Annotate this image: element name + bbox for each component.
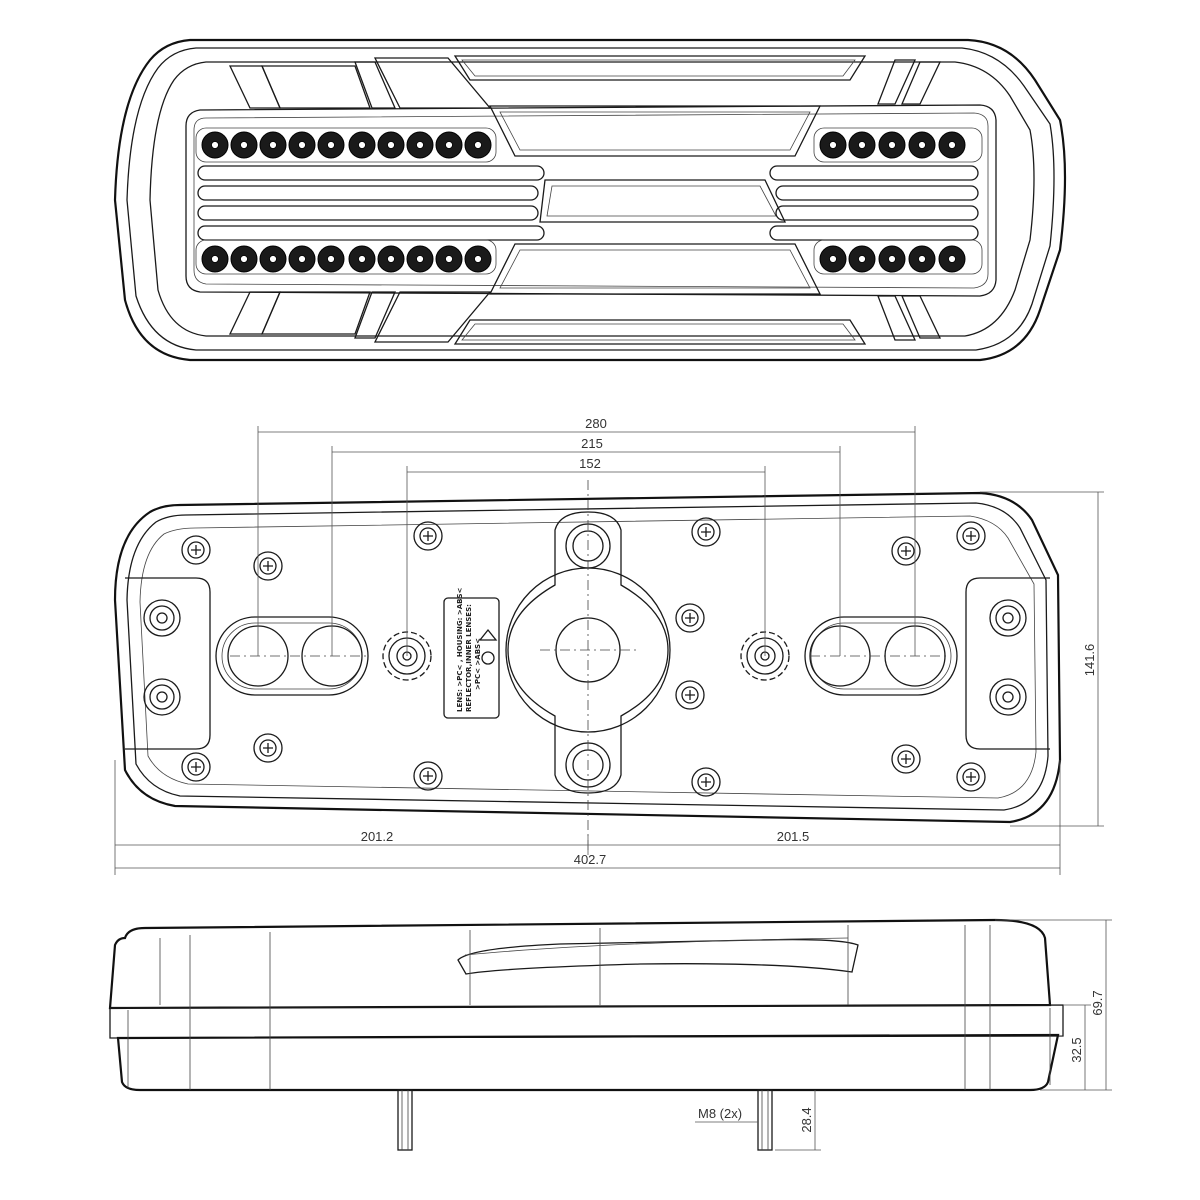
led (848, 245, 876, 273)
dim-280-label: 280 (585, 416, 607, 431)
led (317, 245, 345, 273)
dim-right-half-label: 201.5 (777, 829, 810, 844)
led (377, 131, 405, 159)
screw (413, 521, 443, 551)
side-view (108, 918, 1064, 1151)
dimension-280: 280 (257, 416, 916, 656)
front-view (113, 38, 1067, 362)
dimension-depth-body: 32.5 (1063, 1004, 1091, 1090)
material-label: LENS: >PC< , HOUSING: >ABS< REFLECTOR,IN… (456, 587, 482, 712)
dim-depth-body-label: 32.5 (1069, 1037, 1084, 1062)
screw (181, 752, 211, 782)
dim-215-label: 215 (581, 436, 603, 451)
side-stud-right-bottom (989, 678, 1027, 716)
stud-right (757, 1089, 773, 1151)
led (259, 131, 287, 159)
stud-thread-callout: M8 (2x) (695, 1106, 758, 1123)
dimension-215: 215 (331, 436, 841, 656)
dim-depth-total-label: 69.7 (1090, 990, 1105, 1015)
screw (956, 762, 986, 792)
led (435, 131, 463, 159)
led (908, 131, 936, 159)
dim-left-half-label: 201.2 (361, 829, 394, 844)
led (406, 245, 434, 273)
led (464, 131, 492, 159)
screw (691, 517, 721, 547)
dimension-halves: 201.2 201.5 (114, 760, 1061, 875)
dimension-stud-length: 28.4 (775, 1090, 821, 1151)
dim-stud-length-label: 28.4 (799, 1107, 814, 1132)
label-line-1: LENS: >PC< , HOUSING: >ABS< (456, 587, 464, 712)
screw (181, 535, 211, 565)
dimension-height: 141.6 (980, 491, 1104, 827)
screw (675, 603, 705, 633)
led (848, 131, 876, 159)
stud-left (397, 1089, 413, 1151)
led (819, 131, 847, 159)
screw (956, 521, 986, 551)
screw (891, 744, 921, 774)
dim-height-label: 141.6 (1082, 644, 1097, 677)
dimension-total-length: 402.7 (115, 852, 1060, 869)
led (464, 245, 492, 273)
led (406, 131, 434, 159)
side-stud-left-top (143, 599, 181, 637)
led (288, 245, 316, 273)
led (878, 245, 906, 273)
led (348, 131, 376, 159)
side-stud-right-top (989, 599, 1027, 637)
stud-thread-label: M8 (2x) (698, 1106, 742, 1121)
screw-set (181, 517, 986, 797)
dim-152-label: 152 (579, 456, 601, 471)
led (878, 131, 906, 159)
led (819, 245, 847, 273)
screw (891, 536, 921, 566)
side-stud-left-bottom (143, 678, 181, 716)
led (435, 245, 463, 273)
screw (253, 733, 283, 763)
led (908, 245, 936, 273)
dimension-152: 152 (406, 456, 766, 656)
label-line-2: REFLECTOR,INNER LENSES: (465, 604, 473, 712)
screw (253, 551, 283, 581)
back-view: LENS: >PC< , HOUSING: >ABS< REFLECTOR,IN… (113, 480, 1062, 850)
screw (691, 767, 721, 797)
led (259, 245, 287, 273)
led (288, 131, 316, 159)
dimension-depth-total: 69.7 (995, 919, 1112, 1091)
recycle-icon (478, 628, 498, 641)
led (317, 131, 345, 159)
led (230, 131, 258, 159)
led (201, 131, 229, 159)
led (938, 245, 966, 273)
screw (413, 761, 443, 791)
label-line-3: >PC< >ABS< (474, 638, 482, 690)
led (938, 131, 966, 159)
led (377, 245, 405, 273)
screw (675, 680, 705, 710)
dim-total-label: 402.7 (574, 852, 607, 867)
led (201, 245, 229, 273)
led (230, 245, 258, 273)
led-array (201, 131, 966, 273)
led (348, 245, 376, 273)
